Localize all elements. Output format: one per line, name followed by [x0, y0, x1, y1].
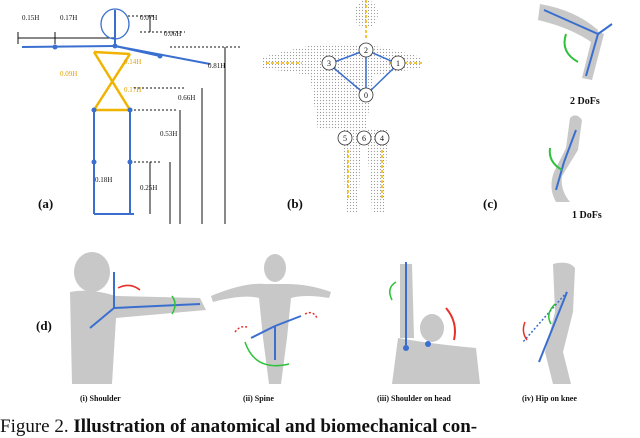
panel-label-a: (a)	[38, 196, 54, 211]
figure-caption: Figure 2. Illustration of anatomical and…	[0, 416, 640, 438]
joint-1: 1	[396, 59, 400, 68]
panel-label-d: (d)	[36, 318, 52, 333]
dim-label: 0.09H	[60, 70, 78, 78]
joint-4: 4	[380, 134, 384, 143]
dim-label: 0.25H	[140, 184, 158, 192]
subcaption-iv: (iv) Hip on knee	[522, 394, 577, 403]
dim-label: 0.18H	[95, 176, 113, 184]
subfig-shoulder-on-head	[389, 262, 480, 384]
dim-label: 0.06H	[164, 30, 182, 38]
dim-label: 0.53H	[160, 130, 178, 138]
dim-label: 0.15H	[22, 14, 40, 22]
panel-b-body-pointcloud: 0 1 2 3 4 5 6	[262, 0, 422, 212]
dim-label: 0.17H	[60, 14, 78, 22]
joint-0: 0	[364, 91, 368, 100]
panel-c-dof-illustration	[538, 4, 613, 202]
caption-prefix: Figure 2.	[0, 416, 69, 437]
subfig-spine	[211, 254, 331, 384]
joint-6: 6	[362, 134, 366, 143]
dim-label: 0.07H	[140, 14, 158, 22]
panel-label-c: (c)	[483, 196, 498, 211]
dof-label-2: 2 DoFs	[570, 96, 600, 107]
panel-label-b: (b)	[287, 196, 303, 211]
dim-label: 0.66H	[178, 94, 196, 102]
dof-label-1: 1 DoFs	[572, 210, 602, 221]
subcaption-i: (i) Shoulder	[80, 394, 121, 403]
joint-3: 3	[327, 59, 331, 68]
subfig-hip-on-knee	[522, 262, 575, 384]
dim-label: 0.81H	[208, 62, 226, 70]
caption-bold-text: Illustration of anatomical and biomechan…	[73, 416, 478, 437]
joint-5: 5	[343, 134, 347, 143]
dim-label: 0.17H	[124, 86, 142, 94]
subcaption-ii: (ii) Spine	[243, 394, 274, 403]
dim-label: 0.14H	[124, 58, 142, 66]
panel-a-skeleton-diagram	[17, 8, 242, 224]
subfig-shoulder	[70, 252, 206, 384]
subcaption-iii: (iii) Shoulder on head	[377, 394, 451, 403]
joint-2: 2	[364, 46, 368, 55]
